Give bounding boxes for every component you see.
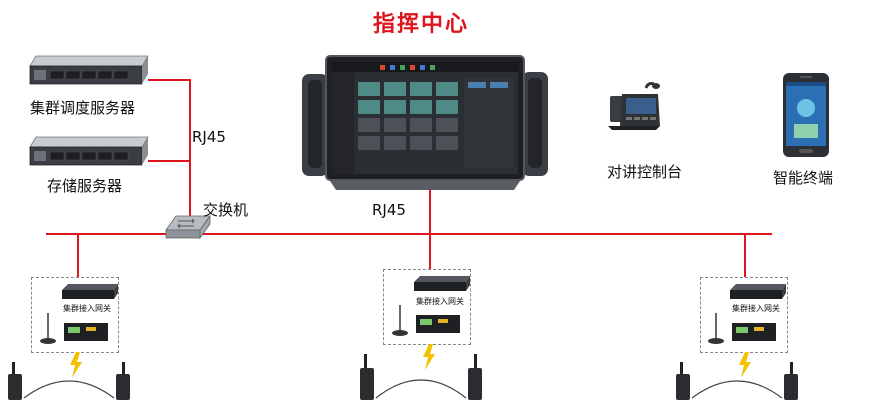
gateway-box-icon bbox=[62, 284, 118, 299]
handheld-radios-icon bbox=[8, 362, 130, 400]
cluster-server-icon bbox=[29, 55, 149, 85]
rj45-label-center: RJ45 bbox=[372, 201, 406, 219]
rj45-label-left: RJ45 bbox=[192, 128, 226, 146]
gateway-site-center bbox=[383, 269, 471, 345]
gateway-site-left bbox=[31, 277, 119, 353]
gateway-label: 集群接入网关 bbox=[416, 297, 464, 306]
center-riser bbox=[429, 185, 431, 233]
switch-icon bbox=[165, 214, 211, 240]
switch-label: 交换机 bbox=[203, 201, 249, 219]
gateway-label: 集群接入网关 bbox=[63, 304, 111, 313]
gateway-box-icon bbox=[730, 284, 786, 299]
gateway-site-right bbox=[700, 277, 788, 353]
radio-base-station-icon bbox=[708, 313, 776, 344]
handheld-radios-icon bbox=[676, 362, 798, 400]
server-link-bottom bbox=[148, 160, 190, 162]
radio-base-station-icon bbox=[40, 313, 108, 344]
intercom-console-icon bbox=[608, 82, 660, 130]
drop-right bbox=[744, 233, 746, 277]
lightning-icon bbox=[739, 352, 751, 378]
cluster-server-label: 集群调度服务器 bbox=[30, 99, 136, 117]
drop-left bbox=[77, 233, 79, 277]
smart-terminal-icon bbox=[783, 73, 829, 157]
page-title: 指挥中心 bbox=[373, 12, 470, 37]
radio-base-station-icon bbox=[392, 305, 460, 336]
gateway-box-icon bbox=[414, 276, 470, 291]
command-console-icon bbox=[302, 55, 548, 190]
storage-server-icon bbox=[29, 136, 149, 166]
intercom-console-label: 对讲控制台 bbox=[607, 163, 683, 181]
lightning-icon bbox=[423, 344, 435, 370]
handheld-radios-icon bbox=[360, 354, 482, 400]
storage-server-label: 存储服务器 bbox=[47, 177, 123, 195]
server-link-top bbox=[148, 79, 190, 81]
server-riser bbox=[189, 79, 191, 233]
gateway-label: 集群接入网关 bbox=[732, 304, 780, 313]
smart-terminal-label: 智能终端 bbox=[773, 169, 834, 187]
main-network-line bbox=[46, 233, 772, 235]
lightning-icon bbox=[70, 352, 82, 378]
drop-center bbox=[429, 233, 431, 269]
